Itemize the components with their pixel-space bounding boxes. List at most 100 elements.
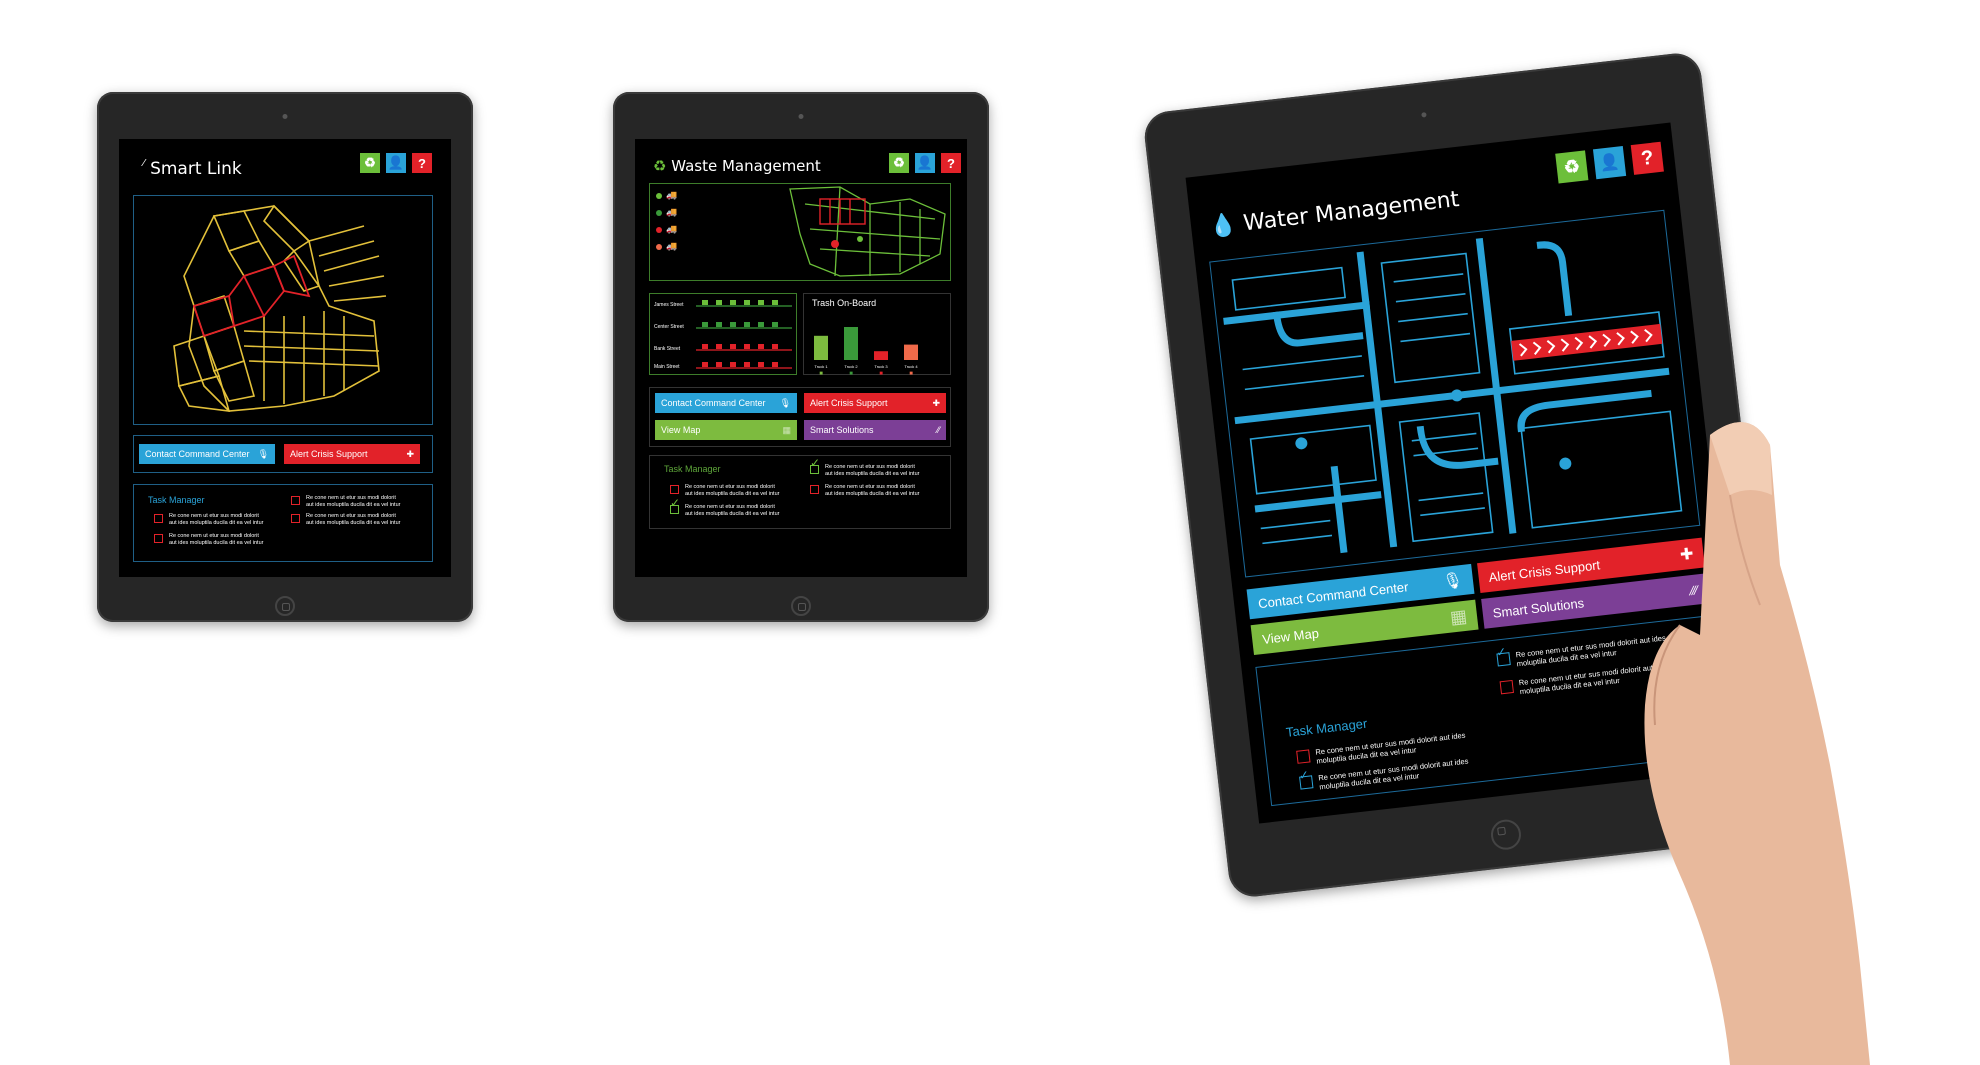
header-icons: ♻ 👤 ? <box>360 153 432 173</box>
task-checkbox[interactable] <box>810 485 819 494</box>
smart-solutions-button[interactable]: Smart Solutions ⁄⁄ <box>804 420 946 440</box>
city-map[interactable] <box>134 196 432 424</box>
valve-marker <box>1450 389 1463 402</box>
task-checkbox[interactable] <box>1499 679 1514 695</box>
microphone-icon: 🎙 <box>1441 571 1464 592</box>
page-title-text: Smart Link <box>150 159 242 179</box>
action-panel: Contact Command Center 🎙 Alert Crisis Su… <box>649 387 951 447</box>
status-dot <box>656 226 662 233</box>
sparkle-icon: ⁄ <box>143 158 145 169</box>
task-item[interactable]: Re cone nem ut etur sus modi dolorit aut… <box>291 513 401 527</box>
district-map[interactable] <box>780 184 950 280</box>
task-checkbox[interactable] <box>1496 652 1511 667</box>
microphone-icon: 🎙 <box>257 448 269 459</box>
truck-icon: 🚚 <box>666 190 678 200</box>
truck-icon: 🚚 <box>666 207 678 217</box>
map-panel: 🚚 🚚 🚚 🚚 <box>649 183 951 281</box>
button-label: Smart Solutions <box>1491 594 1585 621</box>
view-map-button[interactable]: View Map ▦ <box>655 420 797 440</box>
task-text: Re cone nem ut etur sus modi dolorit aut… <box>685 504 780 517</box>
task-checkbox[interactable] <box>1299 775 1314 790</box>
truck-icon: 🚚 <box>666 241 678 251</box>
task-checkbox[interactable] <box>670 500 680 514</box>
home-button[interactable] <box>275 596 295 616</box>
water-pipe-map[interactable] <box>1210 211 1699 577</box>
task-item[interactable]: Re cone nem ut etur sus modi dolorit aut… <box>154 513 264 527</box>
help-icon[interactable]: ? <box>941 153 961 173</box>
help-icon[interactable]: ? <box>412 153 432 173</box>
trash-bar <box>814 335 828 360</box>
truck-icon: 🚚 <box>666 224 678 234</box>
home-button[interactable] <box>1489 818 1523 852</box>
truck-label: Truck 3 <box>874 364 888 369</box>
task-checkbox[interactable] <box>291 496 300 505</box>
truck-label: Truck 2 <box>844 364 858 369</box>
task-checkbox[interactable] <box>291 514 300 523</box>
contact-command-center-button[interactable]: Contact Command Center 🎙 <box>655 393 797 413</box>
header-icons: ♻ 👤 ? <box>889 153 961 173</box>
chart-title: Trash On-Board <box>812 298 877 308</box>
recycle-icon[interactable]: ♻ <box>889 153 909 173</box>
street-label: Center Street <box>654 324 684 330</box>
task-text: Re cone nem ut etur sus modi dolorit aut… <box>169 513 264 526</box>
camera <box>798 114 804 119</box>
hand-illustration <box>1644 422 1870 1065</box>
pipe-map-panel <box>1209 209 1701 578</box>
task-checkbox[interactable] <box>810 460 820 474</box>
page-title: 💧 Water Management <box>1208 187 1461 240</box>
truck-icon: ■ <box>879 371 883 376</box>
medical-icon: ✚ <box>406 448 414 459</box>
task-checkbox[interactable] <box>670 485 679 494</box>
page-title-text: Waste Management <box>671 157 821 175</box>
screen-water-management: 💧 Water Management ♻ 👤 ? <box>1185 122 1744 824</box>
truck-marker <box>857 236 863 242</box>
truck-label: Truck 1 <box>814 364 828 369</box>
tablet-water-wrapper: 💧 Water Management ♻ 👤 ? <box>1142 50 1788 900</box>
street-status-panel: James Street Center Street Bank Street M… <box>649 293 797 375</box>
task-text: Re cone nem ut etur sus modi dolorit aut… <box>825 484 920 497</box>
truck-icon: ■ <box>849 371 853 376</box>
task-checkbox[interactable] <box>154 534 163 543</box>
button-label: Contact Command Center <box>145 449 250 459</box>
alert-crisis-support-button[interactable]: Alert Crisis Support ✚ <box>284 444 420 464</box>
trash-bar <box>874 351 888 360</box>
user-icon[interactable]: 👤 <box>1592 146 1627 180</box>
home-button[interactable] <box>791 596 811 616</box>
task-checkbox[interactable] <box>1296 749 1311 764</box>
truck-icon: ■ <box>819 371 823 376</box>
medical-icon: ✚ <box>932 397 940 408</box>
button-label: View Map <box>1261 625 1320 647</box>
camera <box>1421 112 1427 118</box>
task-text: Re cone nem ut etur sus modi dolorit aut… <box>825 464 920 477</box>
trash-onboard-panel: Trash On-Board Truck 1■Truck 2■Truck 3■T… <box>803 293 951 376</box>
contact-command-center-button[interactable]: Contact Command Center 🎙 <box>139 444 275 464</box>
task-item[interactable]: Re cone nem ut etur sus modi dolorit aut… <box>810 484 920 498</box>
alert-crisis-support-button[interactable]: Alert Crisis Support ✚ <box>804 393 946 413</box>
map-icon: ▦ <box>782 424 791 435</box>
status-dot <box>656 209 662 216</box>
task-item[interactable]: Re cone nem ut etur sus modi dolorit aut… <box>291 495 401 509</box>
user-icon[interactable]: 👤 <box>915 153 935 173</box>
task-item[interactable]: Re cone nem ut etur sus modi dolorit aut… <box>670 500 780 518</box>
recycle-icon[interactable]: ♻ <box>360 153 380 173</box>
water-drop-icon: 💧 <box>1207 212 1239 241</box>
page-title: ⁄ Smart Link <box>143 158 242 179</box>
action-panel: Contact Command Center 🎙 Alert Crisis Su… <box>133 435 433 473</box>
task-manager-title: Task Manager <box>1285 715 1368 740</box>
task-item[interactable]: Re cone nem ut etur sus modi dolorit aut… <box>810 460 920 478</box>
task-manager-title: Task Manager <box>664 464 721 474</box>
user-icon[interactable]: 👤 <box>386 153 406 173</box>
screen-waste-management: ♻ Waste Management ♻ 👤 ? 🚚 🚚 🚚 🚚 <box>635 139 967 577</box>
recycle-icon[interactable]: ♻ <box>1555 150 1589 184</box>
button-label: Alert Crisis Support <box>810 398 888 408</box>
truck-legend: 🚚 🚚 🚚 🚚 <box>656 190 677 252</box>
task-manager-panel: Task Manager Re cone nem ut etur sus mod… <box>649 455 951 529</box>
task-item[interactable]: Re cone nem ut etur sus modi dolorit aut… <box>670 484 780 498</box>
task-checkbox[interactable] <box>154 514 163 523</box>
map-icon: ▦ <box>1448 605 1469 628</box>
tablet-waste-management: ♻ Waste Management ♻ 👤 ? 🚚 🚚 🚚 🚚 <box>613 92 989 622</box>
status-dot <box>656 243 662 250</box>
help-icon[interactable]: ? <box>1630 141 1664 175</box>
task-item[interactable]: Re cone nem ut etur sus modi dolorit aut… <box>154 533 264 547</box>
page-title-text: Water Management <box>1242 186 1461 237</box>
